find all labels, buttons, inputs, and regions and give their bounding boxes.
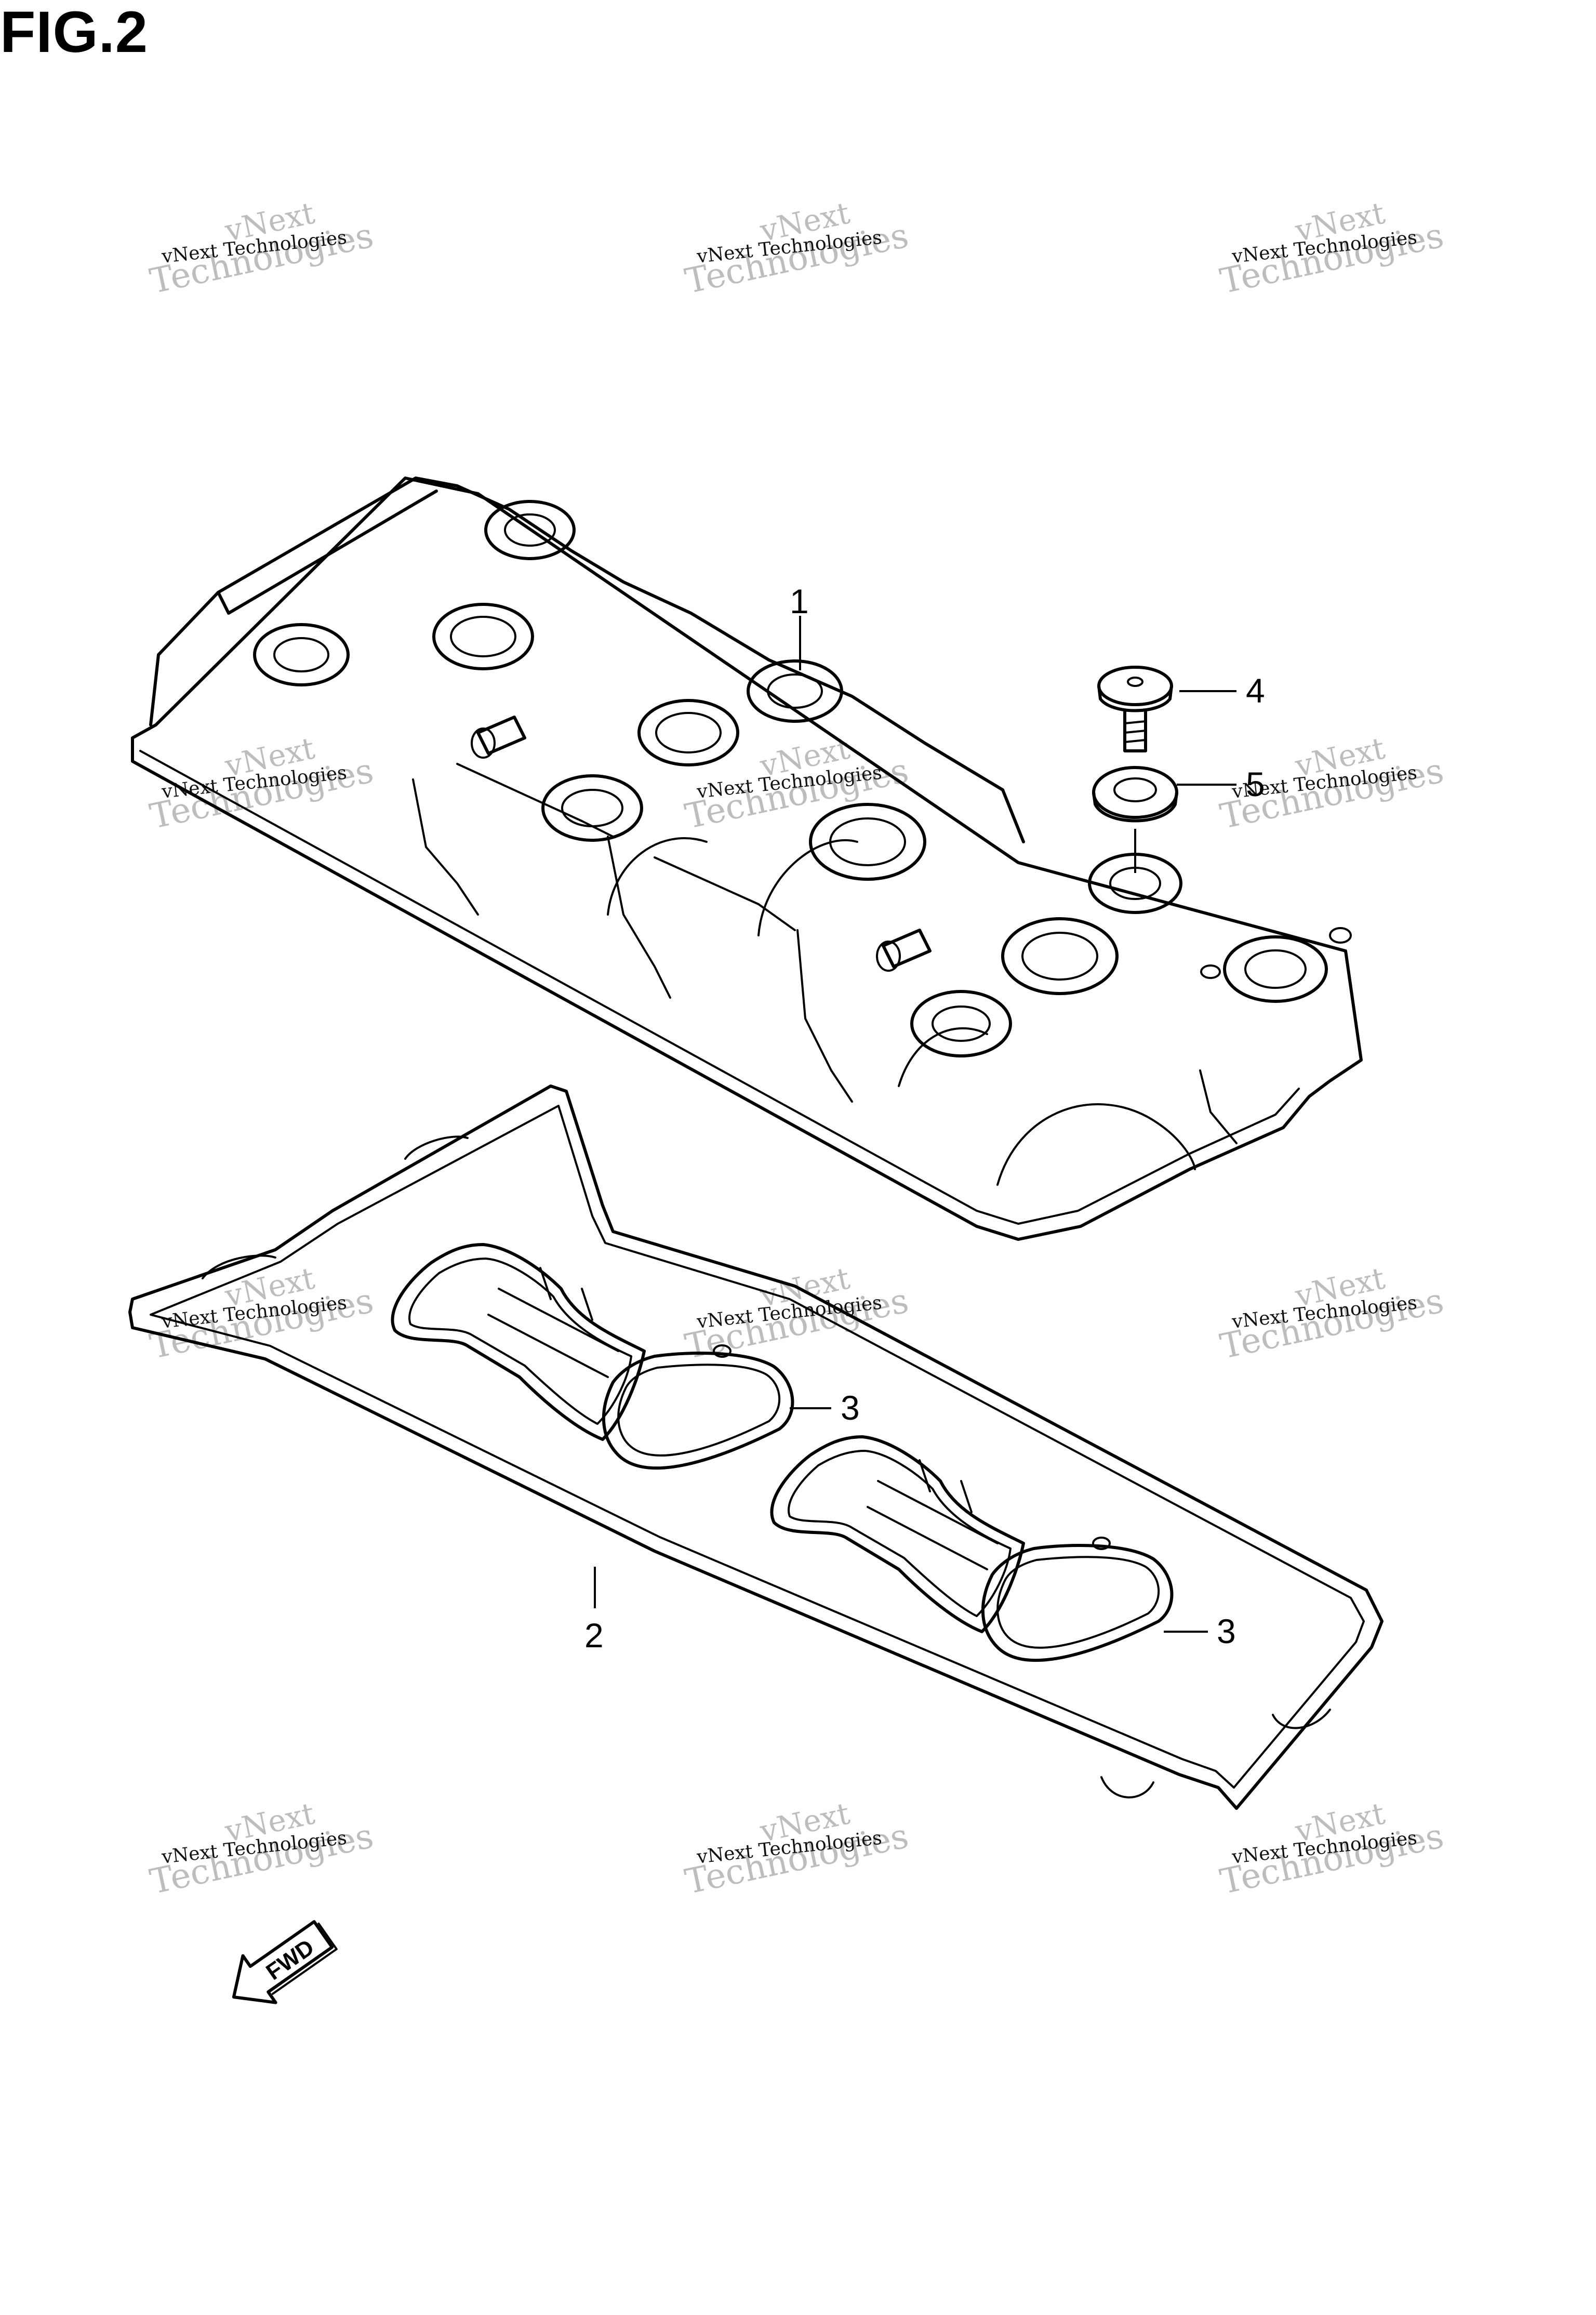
washer [1092, 766, 1178, 823]
forward-arrow-icon: FWD [232, 1920, 338, 2004]
callout-5: 5 [1246, 765, 1265, 803]
bolt [1097, 666, 1173, 752]
callout-4: 4 [1246, 671, 1265, 710]
figure-title: FIG.2 [0, 0, 149, 64]
plug-gasket-upper [391, 1243, 794, 1470]
plug-gasket-lower [770, 1435, 1174, 1662]
callout-3-upper: 3 [841, 1388, 860, 1427]
cylinder-head-cover [131, 477, 1363, 1241]
callout-1: 1 [790, 582, 809, 620]
cover-gasket [128, 1084, 1384, 1810]
callout-2: 2 [584, 1616, 604, 1655]
callout-3-lower: 3 [1217, 1612, 1236, 1650]
